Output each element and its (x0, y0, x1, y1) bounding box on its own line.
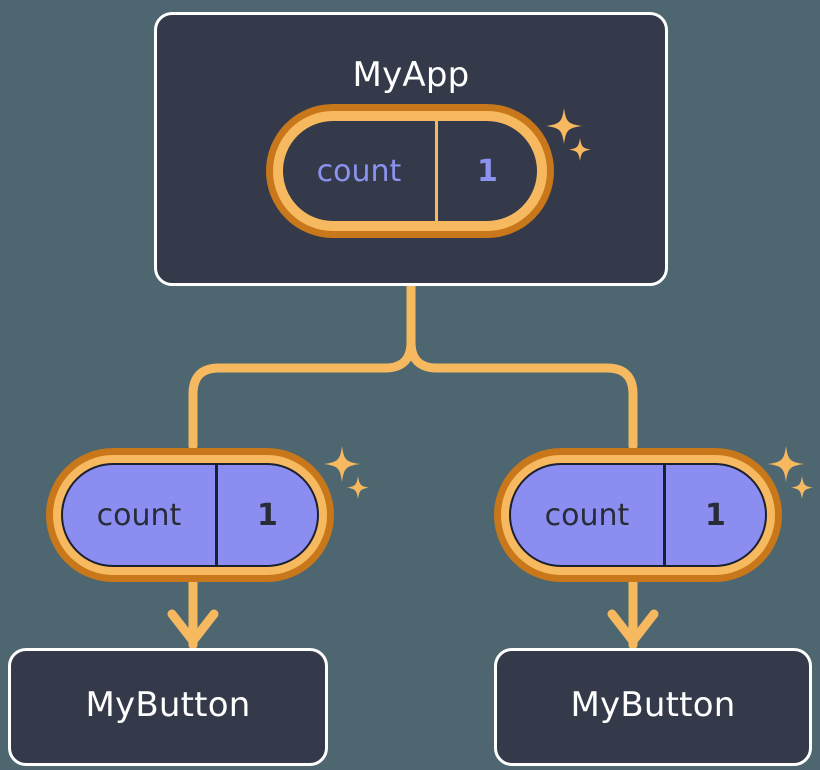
signal-name: count (283, 121, 438, 221)
connector-branch-left (188, 337, 416, 451)
signal-pill-ring: count 1 (53, 455, 327, 575)
signal-name: count (63, 465, 218, 565)
signal-value: 1 (705, 497, 726, 533)
component-label: MyButton (570, 685, 736, 725)
signal-pill-ring: count 1 (501, 455, 775, 575)
sparkle-large (768, 446, 804, 482)
signal-name: count (511, 465, 666, 565)
sparkle-large (324, 446, 360, 482)
page-title: MyApp (352, 55, 470, 95)
component-label: MyButton (85, 685, 251, 725)
signal-pill-myapp[interactable]: count 1 (266, 104, 554, 238)
component-node-mybutton-left[interactable]: MyButton (8, 648, 328, 766)
component-node-mybutton-right[interactable]: MyButton (494, 648, 812, 766)
signal-pill-body: count 1 (509, 463, 767, 567)
arrow-down-icon-right (607, 609, 659, 646)
sparkle-small (347, 476, 369, 499)
signal-pill-body: count 1 (61, 463, 319, 567)
signal-pill-ring: count 1 (273, 111, 547, 231)
signal-pill-child-right[interactable]: count 1 (494, 448, 782, 582)
signal-pill-child-left[interactable]: count 1 (46, 448, 334, 582)
sparkle-small (791, 476, 813, 499)
signal-value: 1 (257, 497, 278, 533)
signal-value: 1 (477, 153, 498, 189)
arrow-down-icon-left (167, 609, 219, 646)
connector-branch-right (406, 337, 638, 451)
signal-pill-body: count 1 (281, 119, 539, 223)
